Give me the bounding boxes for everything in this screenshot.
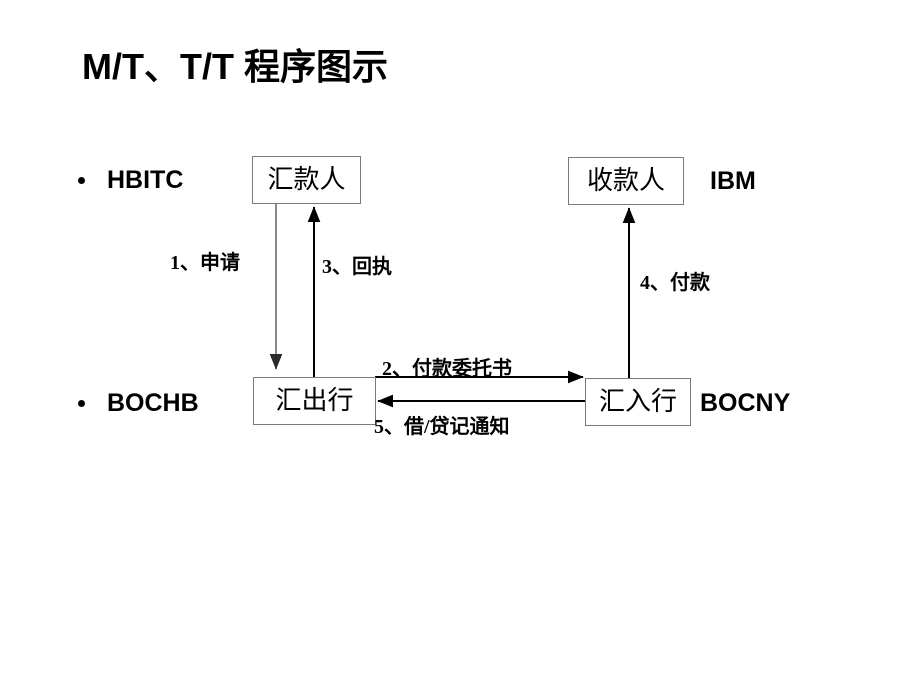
node-box-paying-bank[interactable]: 汇入行 <box>585 378 691 426</box>
edge-label-4: 4、付款 <box>640 272 710 294</box>
page-title: M/T、T/T 程序图示 <box>82 46 388 87</box>
bullet-label-bochb: BOCHB <box>107 389 199 417</box>
bullet-label-hbitc: HBITC <box>107 166 184 194</box>
side-label-bocny: BOCNY <box>700 389 791 417</box>
bullet-item-hbitc: HBITC <box>78 166 183 195</box>
node-box-payee[interactable]: 收款人 <box>568 157 684 205</box>
edge-label-1: 1、申请 <box>170 252 240 274</box>
bullet-item-bochb: BOCHB <box>78 389 199 418</box>
node-label-remitter: 汇款人 <box>267 165 346 194</box>
node-label-payee: 收款人 <box>586 166 665 195</box>
edge-label-3: 3、回执 <box>322 256 392 278</box>
bullet-dot-icon <box>78 400 85 407</box>
node-label-paying-bank: 汇入行 <box>598 387 677 416</box>
bullet-dot-icon <box>78 177 85 184</box>
node-box-remitter[interactable]: 汇款人 <box>252 156 361 204</box>
node-label-remitting-bank: 汇出行 <box>275 386 354 415</box>
side-label-ibm: IBM <box>710 167 756 195</box>
edge-label-5: 5、借/贷记通知 <box>374 416 510 438</box>
node-box-remitting-bank[interactable]: 汇出行 <box>253 377 376 425</box>
edge-label-2: 2、付款委托书 <box>382 358 512 380</box>
